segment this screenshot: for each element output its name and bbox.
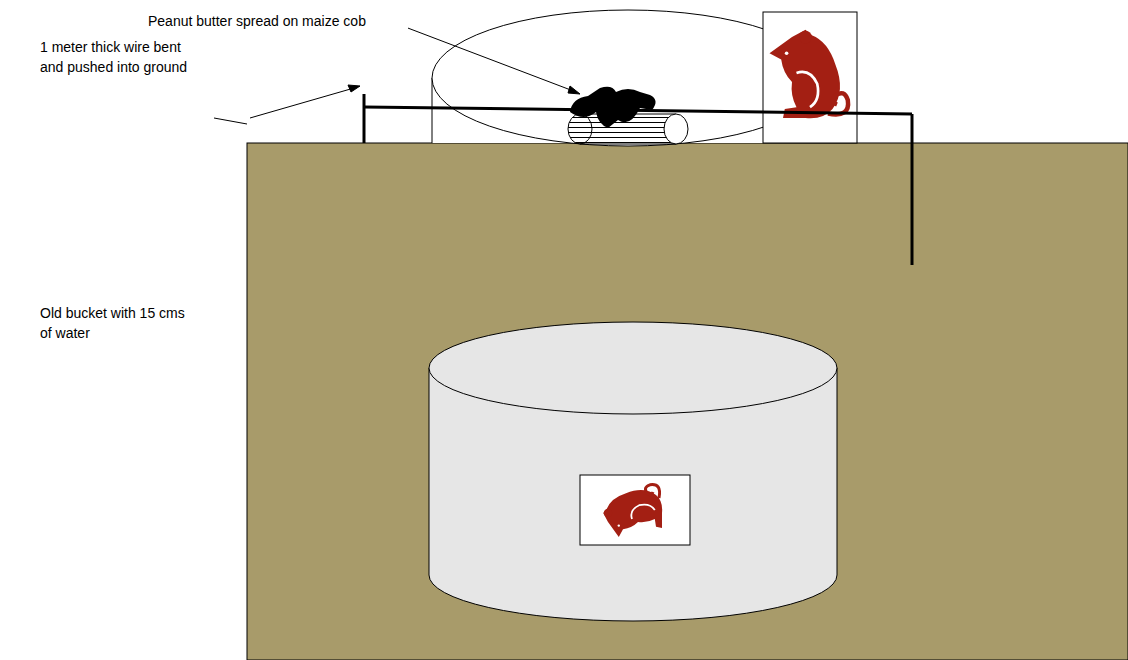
rat-icon bbox=[770, 30, 849, 118]
ground bbox=[247, 143, 1128, 660]
maize-cob bbox=[568, 87, 688, 144]
buried-bucket bbox=[429, 322, 837, 621]
callout-label: Old bucket with 15 cms of water bbox=[40, 303, 190, 343]
leader-lines bbox=[214, 22, 580, 124]
callout-label: 1 meter thick wire bent and pushed into … bbox=[40, 37, 190, 77]
callout-label: Peanut butter spread on maize cob bbox=[148, 11, 408, 31]
wire bbox=[364, 94, 912, 265]
